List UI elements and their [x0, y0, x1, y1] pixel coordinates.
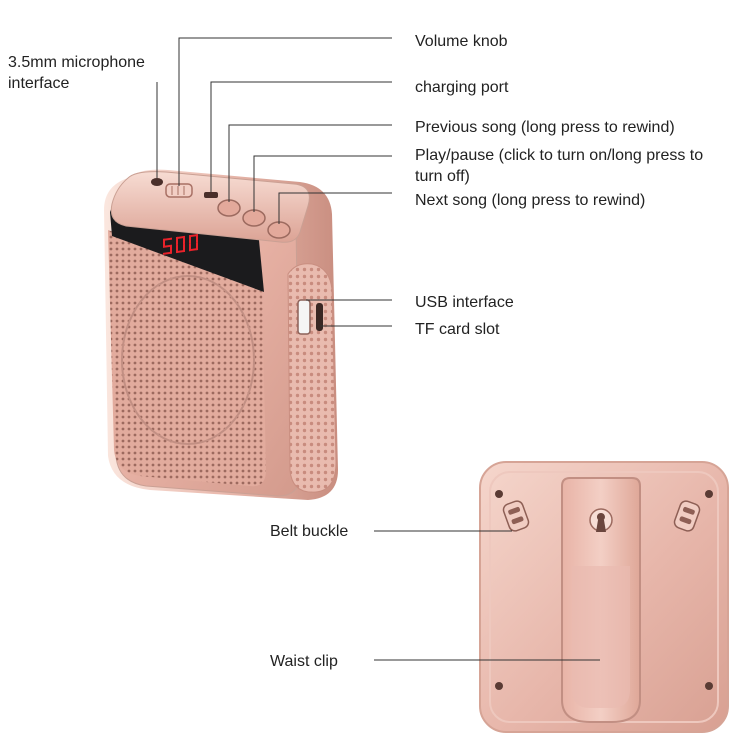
leader-line-play	[253, 155, 392, 212]
digit-segment	[176, 235, 185, 240]
label-mic-interface: 3.5mm microphone interface	[8, 54, 145, 92]
speaker-back-view	[479, 461, 729, 733]
mic-jack	[151, 178, 163, 186]
label-previous-song: Previous song (long press to rewind)	[415, 119, 675, 136]
digit-segment	[163, 251, 172, 255]
screw-icon	[705, 682, 713, 690]
digit-segment	[196, 242, 198, 251]
digit-segment	[176, 236, 178, 246]
digit-segment	[189, 234, 198, 238]
screw-icon	[495, 490, 503, 498]
label-usb-interface: USB interface	[415, 294, 514, 311]
digit-segment	[183, 243, 185, 253]
tf-card-slot	[316, 303, 323, 331]
leader-line-charging	[210, 81, 392, 192]
digit-segment	[163, 238, 165, 247]
speaker-front-view	[104, 169, 338, 500]
screw-icon	[705, 490, 713, 498]
leader-line-previous	[228, 124, 392, 202]
speaker-cone	[121, 275, 255, 445]
digit-segment	[163, 244, 172, 248]
belt-buckle-right	[673, 500, 701, 532]
display-digits	[163, 234, 198, 255]
digit-segment	[176, 249, 185, 254]
digit-segment	[189, 248, 198, 252]
label-play-pause: Play/pause (click to turn on/long press …	[415, 147, 704, 185]
digit-segment	[183, 235, 185, 245]
leader-line-next	[278, 192, 392, 224]
label-tf-card-slot: TF card slot	[415, 321, 500, 338]
screw-icon	[495, 682, 503, 690]
label-charging-port: charging port	[415, 79, 509, 96]
digit-segment	[196, 234, 198, 243]
belt-buckle-left	[502, 500, 530, 532]
leader-line-volume	[178, 37, 392, 186]
label-volume-knob: Volume knob	[415, 33, 508, 50]
label-waist-clip: Waist clip	[270, 653, 338, 670]
label-next-song: Next song (long press to rewind)	[415, 192, 646, 209]
usb-port	[297, 299, 311, 335]
leader-lines	[156, 37, 600, 661]
digit-segment	[163, 237, 172, 241]
charging-port	[204, 192, 218, 198]
digit-segment	[189, 234, 191, 244]
label-belt-buckle: Belt buckle	[270, 523, 349, 540]
keyhole-icon	[596, 513, 606, 532]
